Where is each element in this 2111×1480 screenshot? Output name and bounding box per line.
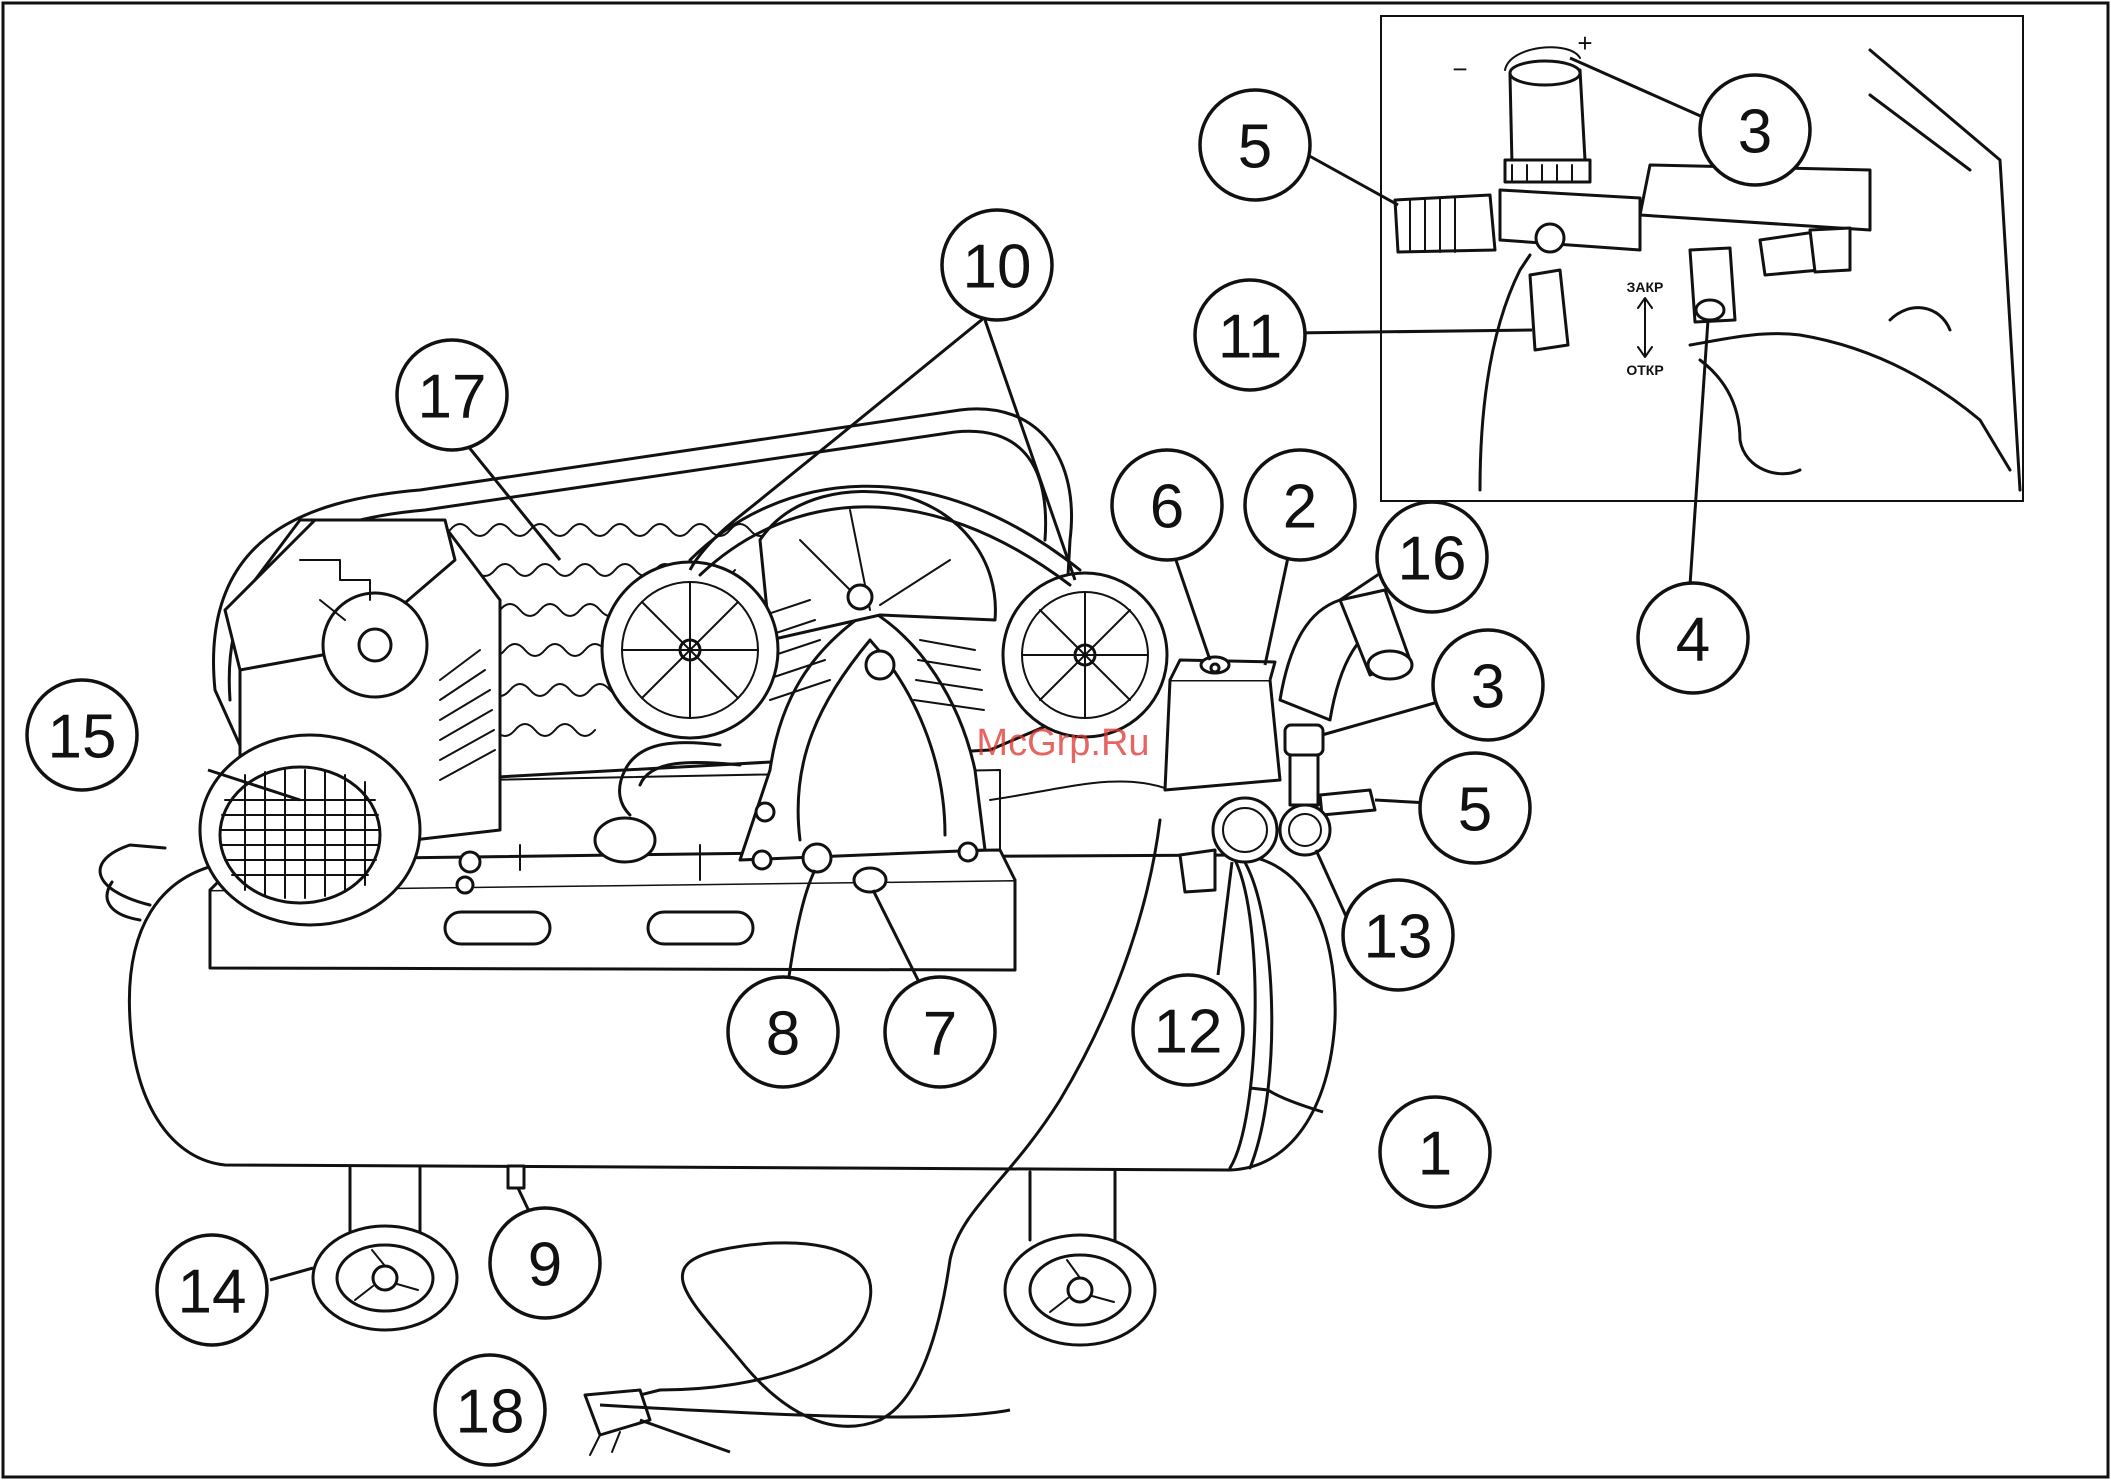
svg-text:13: 13 (1364, 903, 1433, 972)
svg-text:4: 4 (1676, 606, 1710, 675)
svg-text:8: 8 (766, 1000, 800, 1069)
watermark: McGrp.Ru (976, 722, 1149, 764)
svg-text:18: 18 (456, 1378, 525, 1447)
callout-2: 2 (1245, 450, 1355, 560)
svg-text:7: 7 (923, 1000, 957, 1069)
callout-18: 18 (435, 1355, 545, 1465)
svg-text:12: 12 (1154, 998, 1223, 1067)
svg-text:15: 15 (48, 703, 117, 772)
valve-close-label: ЗАКР (1627, 279, 1664, 295)
callout-7: 7 (885, 977, 995, 1087)
callout-6: 6 (1112, 450, 1222, 560)
callout-11: 11 (1195, 280, 1305, 390)
callout-10: 10 (942, 210, 1052, 320)
svg-text:16: 16 (1398, 525, 1467, 594)
callout-3-inset: 3 (1700, 75, 1810, 185)
svg-text:1: 1 (1418, 1120, 1452, 1189)
svg-text:3: 3 (1471, 653, 1505, 722)
callout-16: 16 (1377, 502, 1487, 612)
svg-text:2: 2 (1283, 473, 1317, 542)
callout-8: 8 (728, 977, 838, 1087)
callout-15: 15 (27, 680, 137, 790)
svg-text:10: 10 (963, 233, 1032, 302)
minus-sign: − (1452, 54, 1467, 84)
callout-12: 12 (1133, 975, 1243, 1085)
svg-text:17: 17 (418, 363, 487, 432)
callout-5-inset: 5 (1200, 90, 1310, 200)
callout-4: 4 (1638, 583, 1748, 693)
svg-text:5: 5 (1238, 113, 1272, 182)
callout-14: 14 (157, 1235, 267, 1345)
svg-text:14: 14 (178, 1258, 247, 1327)
svg-text:11: 11 (1218, 303, 1282, 372)
svg-text:6: 6 (1150, 473, 1184, 542)
callout-5: 5 (1420, 753, 1530, 863)
svg-text:9: 9 (528, 1231, 562, 1300)
svg-text:3: 3 (1738, 98, 1772, 167)
callout-13: 13 (1343, 880, 1453, 990)
callout-9: 9 (490, 1208, 600, 1318)
callout-3: 3 (1433, 630, 1543, 740)
plus-sign: + (1577, 28, 1592, 58)
callout-1: 1 (1380, 1097, 1490, 1207)
valve-open-label: ОТКР (1626, 362, 1663, 378)
svg-text:5: 5 (1458, 776, 1492, 845)
callout-17: 17 (397, 340, 507, 450)
